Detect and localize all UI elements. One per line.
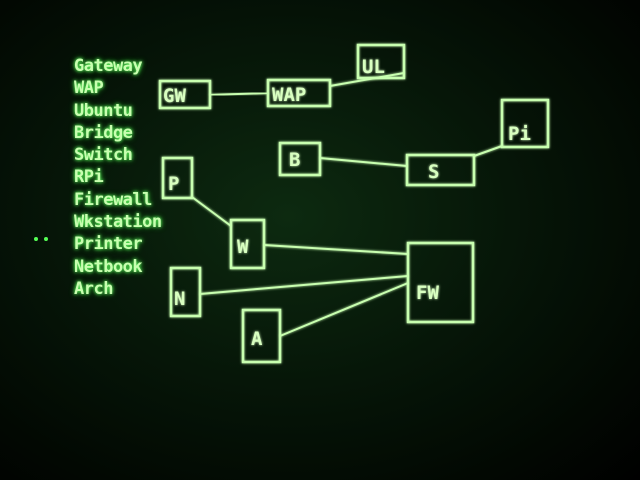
legend-rpi: RPi — [74, 167, 104, 188]
node-label: FW — [416, 282, 439, 304]
node-p[interactable]: P — [161, 156, 194, 200]
legend-ubuntu: Ubuntu — [74, 100, 133, 121]
cursor-dot — [34, 237, 38, 241]
node-label: N — [174, 288, 185, 310]
link-b-s — [319, 157, 408, 167]
node-label: GW — [163, 85, 186, 107]
legend-printer: Printer — [74, 234, 143, 255]
node-ul[interactable]: UL — [356, 43, 406, 80]
legend-arch: Arch — [74, 278, 113, 299]
node-a[interactable]: A — [241, 308, 282, 364]
node-pi[interactable]: Pi — [500, 98, 550, 149]
link-gw-wap — [209, 92, 269, 96]
node-label: WAP — [272, 84, 306, 106]
node-label: Pi — [508, 123, 531, 145]
legend-firewall: Firewall — [74, 189, 152, 210]
legend-wap: WAP — [74, 78, 104, 99]
node-gw[interactable]: GW — [158, 79, 212, 110]
link-s-pi — [473, 145, 503, 157]
node-s[interactable]: S — [405, 153, 476, 187]
cursor-dot — [44, 237, 48, 241]
node-n[interactable]: N — [169, 266, 202, 318]
node-w[interactable]: W — [229, 218, 266, 270]
node-label: UL — [362, 56, 385, 78]
link-a-fw — [279, 282, 409, 337]
node-label: A — [251, 328, 263, 350]
link-p-w — [191, 196, 232, 227]
link-wap-ul — [329, 72, 405, 87]
legend-bridge: Bridge — [74, 122, 133, 143]
link-w-fw — [263, 244, 409, 255]
legend-wkstation: Wkstation — [74, 212, 162, 233]
legend-switch: Switch — [74, 145, 133, 166]
node-label: S — [428, 161, 439, 183]
node-fw[interactable]: FW — [406, 241, 475, 324]
node-label: W — [237, 236, 249, 258]
node-label: P — [168, 173, 179, 195]
legend: Gateway WAP Ubuntu Bridge Switch RPi Fir… — [74, 56, 162, 301]
legend-netbook: Netbook — [74, 256, 143, 277]
node-wap[interactable]: WAP — [266, 78, 332, 108]
link-n-fw — [199, 275, 409, 295]
legend-gateway: Gateway — [74, 56, 143, 76]
node-b[interactable]: B — [278, 141, 322, 177]
node-label: B — [289, 149, 300, 171]
